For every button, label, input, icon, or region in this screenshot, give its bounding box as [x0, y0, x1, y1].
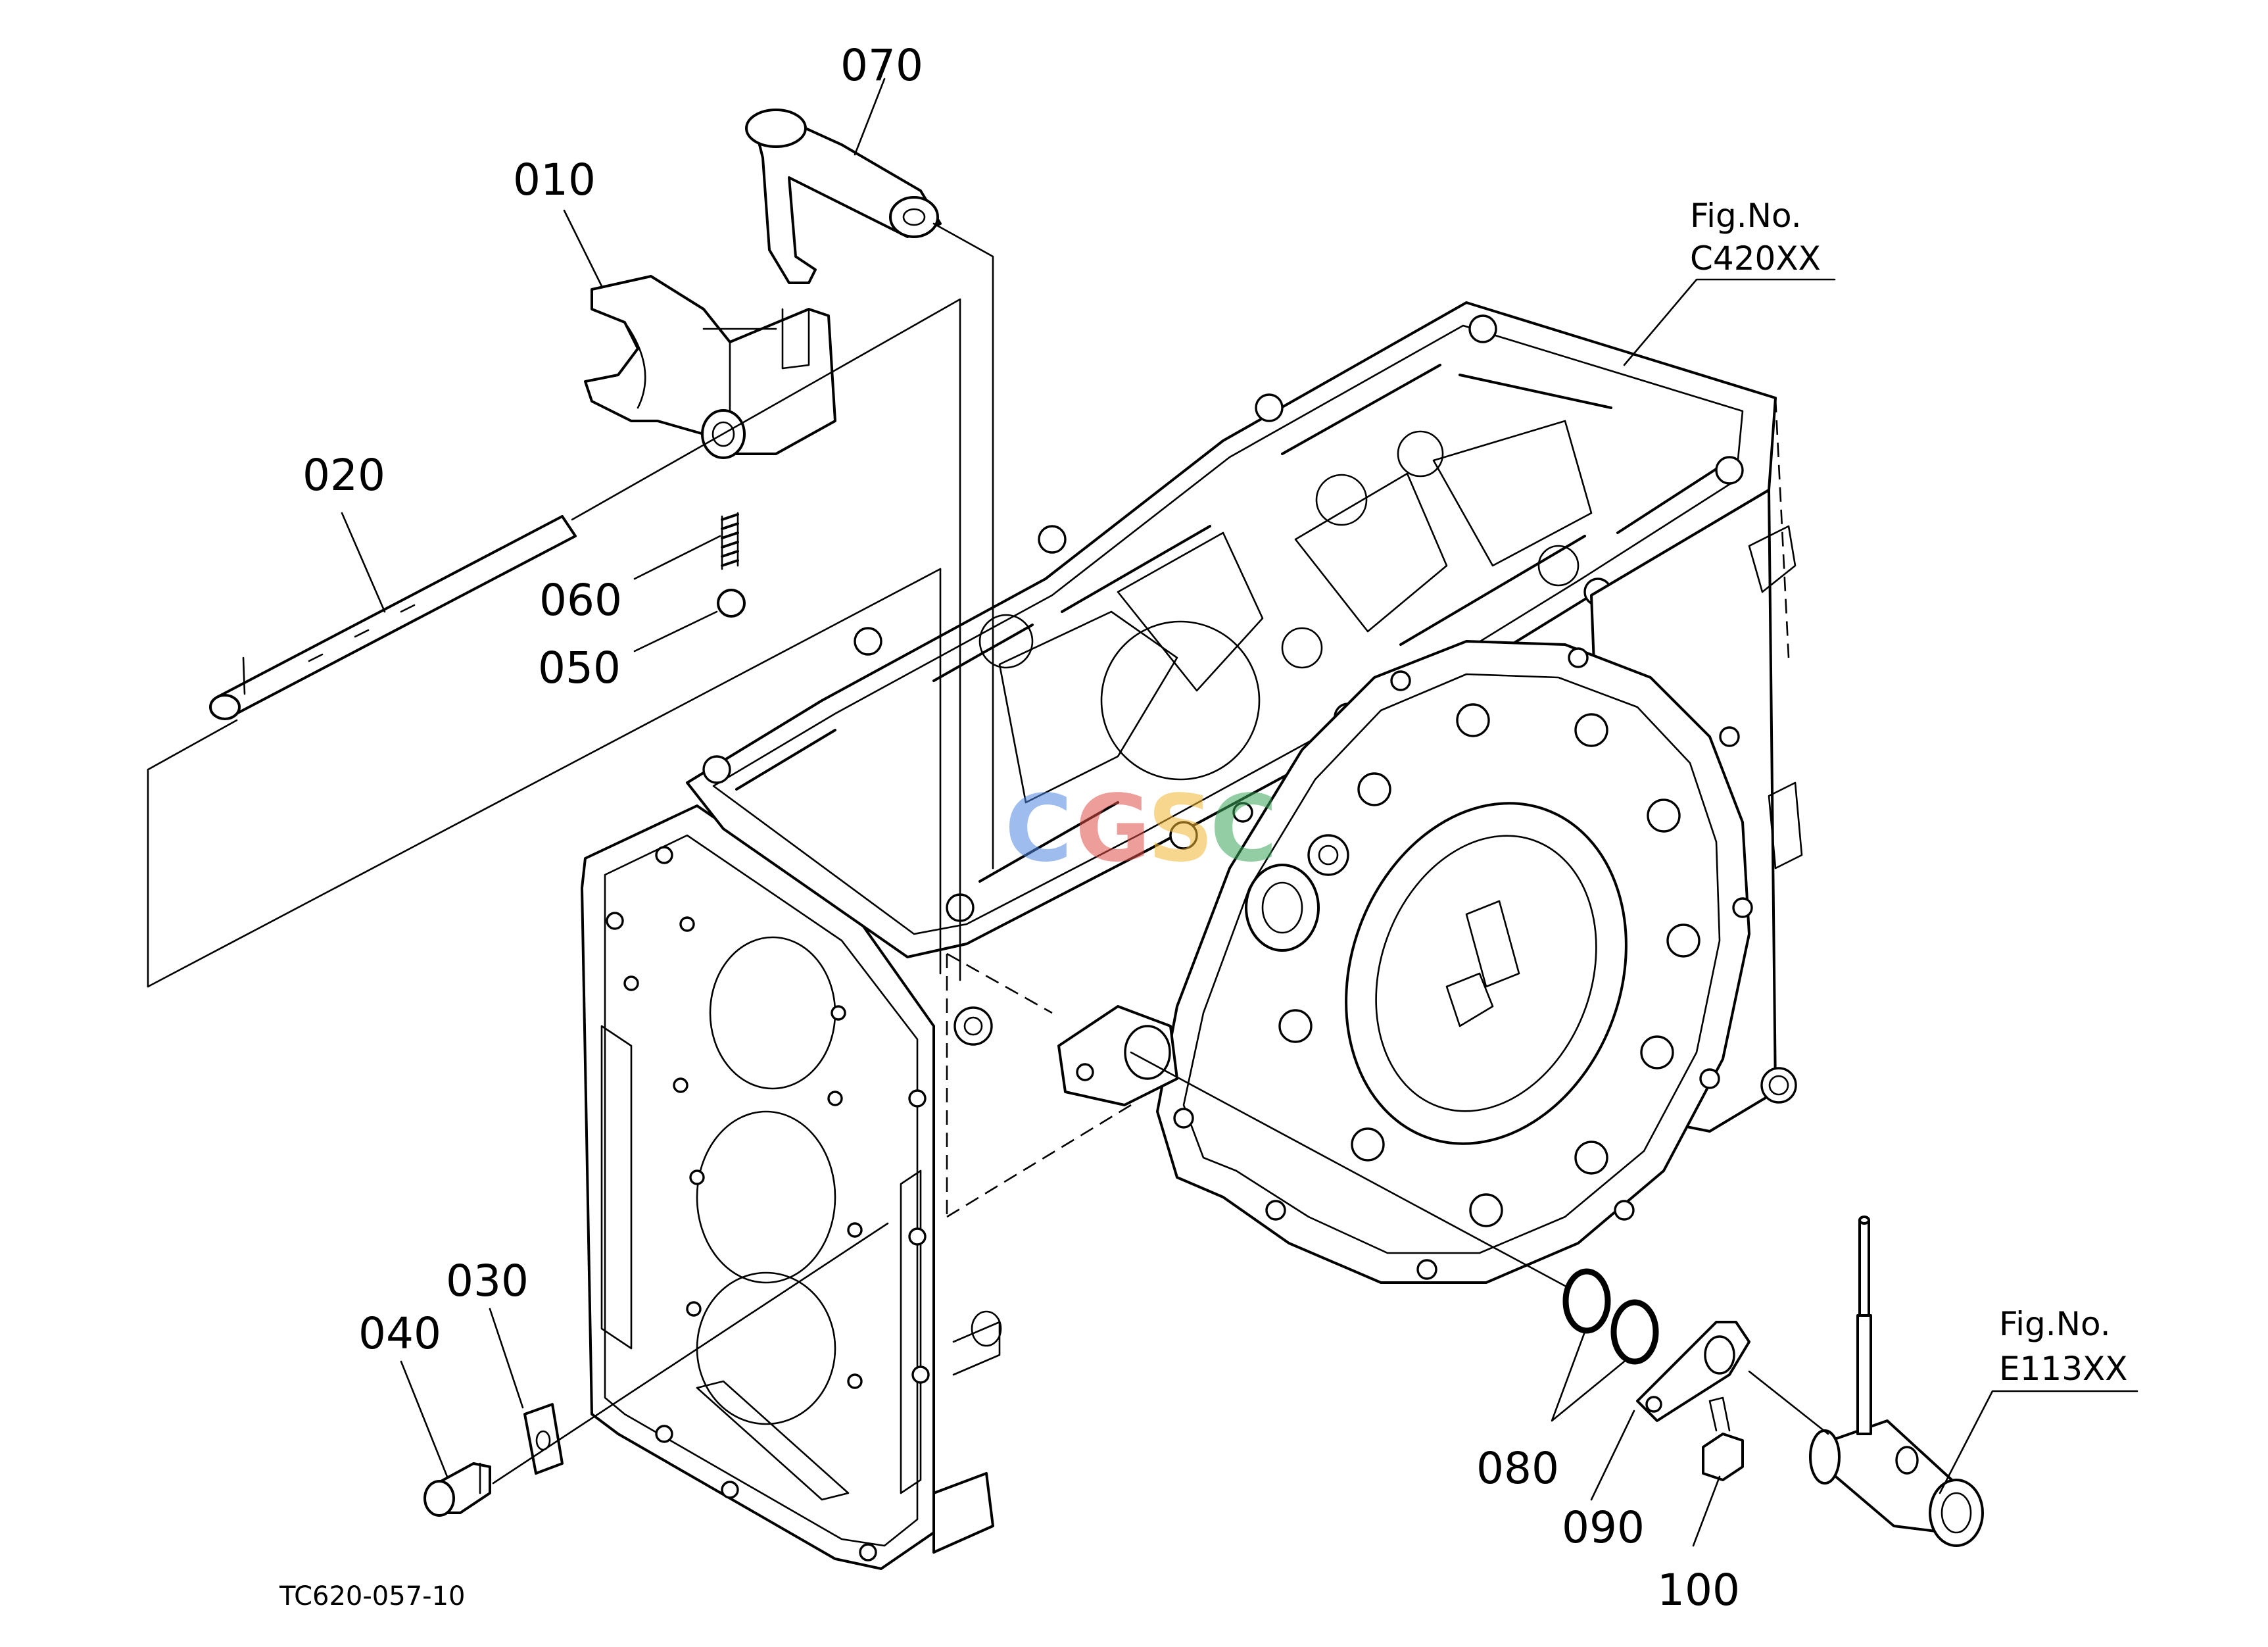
label-060: 060 [539, 575, 622, 626]
transmission-case [581, 301, 1803, 1570]
part-050-ball [717, 589, 746, 618]
ref-e113xx-code: E113XX [1999, 1350, 2128, 1388]
callout-leaders [341, 78, 2138, 1547]
part-100-bolt [1702, 1396, 1744, 1481]
watermark-letter-c2: C [1210, 775, 1278, 883]
part-060-spring [721, 512, 739, 570]
watermark: C G S C [1005, 775, 1278, 883]
label-020: 020 [302, 450, 385, 501]
label-050: 050 [538, 643, 621, 693]
watermark-letter-g: G [1075, 775, 1151, 883]
part-030-lock-plate [523, 1403, 564, 1475]
part-010-shift-fork [584, 275, 836, 459]
label-010: 010 [513, 155, 596, 205]
drawing-code: TC620-057-10 [279, 1581, 465, 1611]
ref-c420xx-title: Fig.No. [1690, 197, 1802, 235]
part-040-plug [423, 1462, 491, 1517]
label-080: 080 [1476, 1443, 1559, 1494]
watermark-letter-s: S [1147, 775, 1214, 883]
assembly-lines [147, 222, 1829, 1485]
label-040: 040 [358, 1308, 441, 1359]
label-100: 100 [1657, 1565, 1740, 1615]
ref-e113xx-title: Fig.No. [1999, 1305, 2111, 1343]
ref-c420xx-code: C420XX [1690, 239, 1821, 278]
e113xx-shift-coupler [1809, 1216, 1984, 1547]
part-090-plate [1636, 1321, 1750, 1422]
label-090: 090 [1562, 1502, 1645, 1553]
label-030: 030 [446, 1256, 529, 1306]
part-labels: 070 010 020 060 050 030 040 080 090 100 … [279, 40, 2128, 1615]
watermark-letter-c1: C [1005, 775, 1073, 883]
part-080-o-rings [1562, 1268, 1659, 1365]
part-070-shift-arm-shaft [745, 109, 942, 284]
part-020-shift-rod [209, 515, 577, 720]
label-070: 070 [840, 40, 923, 91]
